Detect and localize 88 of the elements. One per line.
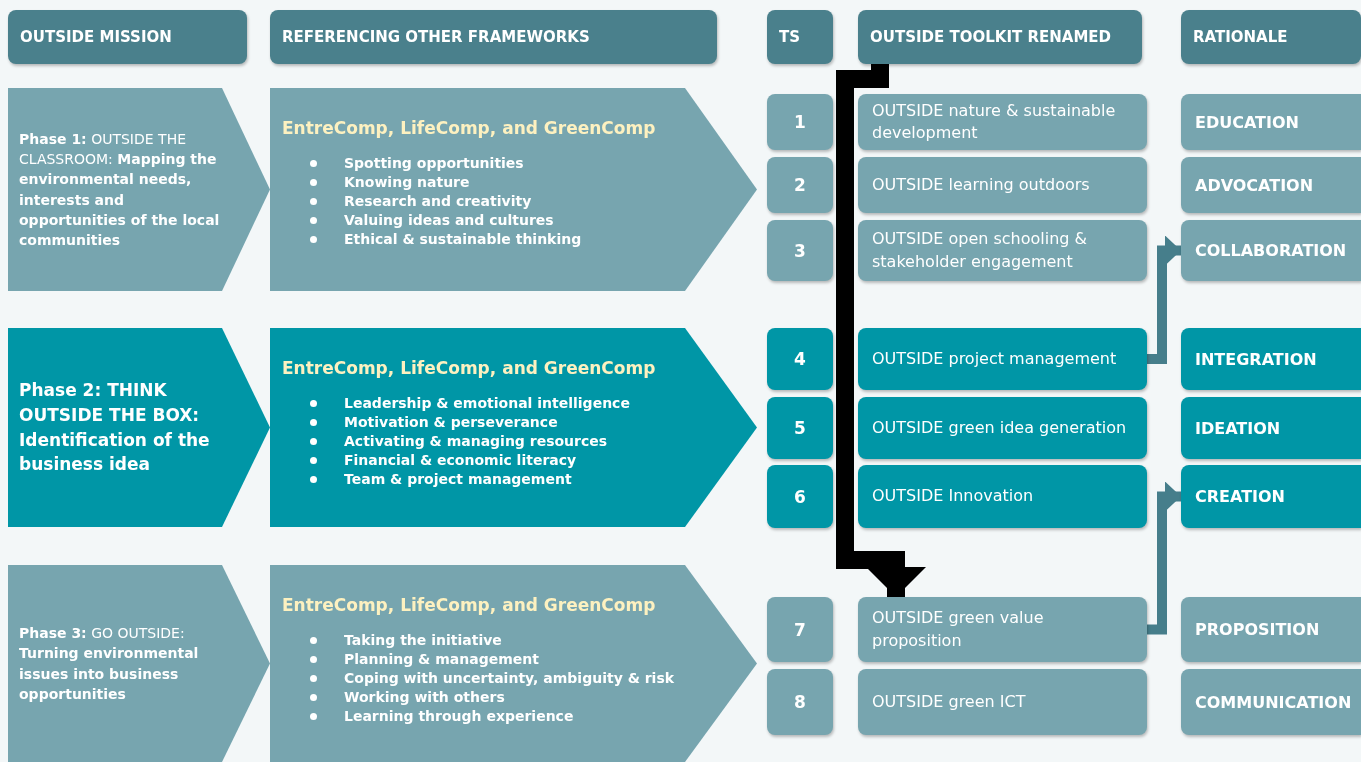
- toolkit-box: [858, 397, 1147, 459]
- rationale-text: EDUCATION: [1195, 112, 1299, 132]
- header-text: OUTSIDE TOOLKIT RENAMED: [870, 28, 1111, 46]
- framework-heading: EntreComp, LifeComp, and GreenComp: [282, 595, 657, 615]
- rationale-box: [1181, 94, 1361, 150]
- step-number-box: [767, 397, 833, 459]
- competence-item: Spotting opportunities: [344, 155, 524, 171]
- toolkit-box: [858, 157, 1147, 213]
- step-number: 2: [794, 175, 806, 195]
- rationale-text: PROPOSITION: [1195, 620, 1320, 639]
- framework-banner: [270, 328, 757, 527]
- phase-banner: [8, 565, 270, 762]
- framework-heading: EntreComp, LifeComp, and GreenComp: [282, 118, 657, 138]
- rationale-box: [1181, 397, 1361, 459]
- column-header: [8, 10, 247, 64]
- header-text: OUTSIDE MISSION: [20, 28, 172, 46]
- column-header: [270, 10, 717, 64]
- competence-item: Valuing ideas and cultures: [344, 212, 554, 228]
- step-number-box: [767, 157, 833, 213]
- step-number-box: [767, 94, 833, 150]
- phase-description: Phase 1: OUTSIDE THE CLASSROOM: Mapping the environmental needs, interests and opportunities of the local communities: [19, 130, 220, 249]
- arrow: [836, 64, 926, 597]
- competence-item: Planning & management: [344, 651, 539, 667]
- toolkit-box: [858, 597, 1147, 662]
- toolkit-box: [858, 94, 1147, 150]
- toolkit-box: [858, 465, 1147, 528]
- toolkit-box: [858, 220, 1147, 281]
- competence-item: Research and creativity: [344, 193, 532, 209]
- toolkit-name: OUTSIDE learning outdoors: [872, 173, 1090, 196]
- phase-banner: [8, 88, 270, 291]
- competence-item: Motivation & perseverance: [344, 414, 558, 430]
- toolkit-name: OUTSIDE green ICT: [872, 690, 1026, 713]
- step-number: 4: [794, 349, 806, 369]
- competence-item: Ethical & sustainable thinking: [344, 231, 582, 247]
- column-header: [858, 10, 1142, 64]
- rationale-text: IDEATION: [1195, 418, 1281, 438]
- rationale-box: [1181, 157, 1361, 213]
- competence-item: Learning through experience: [344, 708, 574, 724]
- arrow: [1147, 481, 1181, 635]
- phase-description: Phase 2: THINK OUTSIDE THE BOX: Identification of the business idea: [19, 380, 210, 475]
- toolkit-box: [858, 669, 1147, 735]
- step-number: 8: [794, 692, 806, 712]
- framework-heading: EntreComp, LifeComp, and GreenComp: [282, 358, 657, 378]
- rationale-box: [1181, 669, 1361, 735]
- step-number: 5: [794, 418, 806, 438]
- competence-item: Working with others: [344, 689, 505, 705]
- step-number: 7: [794, 619, 806, 640]
- competence-item: Leadership & emotional intelligence: [344, 395, 630, 411]
- header-text: RATIONALE: [1193, 28, 1288, 46]
- toolkit-name: OUTSIDE Innovation: [872, 485, 1034, 508]
- header-text: REFERENCING OTHER FRAMEWORKS: [282, 28, 590, 46]
- toolkit-name: OUTSIDE project management: [872, 347, 1117, 370]
- competence-item: Taking the initiative: [344, 632, 502, 648]
- rationale-text: COMMUNICATION: [1195, 692, 1352, 712]
- step-number-box: [767, 328, 833, 390]
- arrow: [1147, 235, 1181, 364]
- rationale-text: CREATION: [1195, 487, 1285, 506]
- column-header: [1181, 10, 1361, 64]
- step-number: 6: [794, 486, 806, 507]
- step-number-box: [767, 220, 833, 281]
- step-number-box: [767, 669, 833, 735]
- rationale-box: [1181, 465, 1361, 528]
- competence-item: Financial & economic literacy: [344, 452, 577, 468]
- step-number: 1: [794, 112, 806, 132]
- column-header: [767, 10, 833, 64]
- competence-item: Knowing nature: [344, 174, 470, 190]
- competence-item: Team & project management: [344, 471, 572, 487]
- toolkit-name: OUTSIDE nature & sustainable development: [872, 99, 1117, 144]
- phase-banner: [8, 328, 270, 527]
- rationale-text: COLLABORATION: [1195, 241, 1347, 260]
- step-number-box: [767, 597, 833, 662]
- framework-banner: [270, 565, 757, 762]
- rationale-box: [1181, 328, 1361, 390]
- toolkit-name: OUTSIDE open schooling & stakeholder engagement: [872, 228, 1089, 273]
- toolkit-name: OUTSIDE green idea generation: [872, 416, 1127, 439]
- rationale-box: [1181, 597, 1361, 662]
- step-number-box: [767, 465, 833, 528]
- competence-item: Activating & managing resources: [344, 433, 608, 449]
- header-text: TS: [779, 28, 801, 46]
- toolkit-name: OUTSIDE green value proposition: [872, 607, 1045, 652]
- rationale-text: INTEGRATION: [1195, 349, 1317, 369]
- phase-description: Phase 3: GO OUTSIDE: Turning environmental issues into business opportunities: [19, 624, 199, 702]
- step-number: 3: [794, 240, 806, 261]
- rationale-box: [1181, 220, 1361, 281]
- competence-item: Coping with uncertainty, ambiguity & risk: [344, 670, 675, 686]
- rationale-text: ADVOCATION: [1195, 175, 1314, 195]
- toolkit-box: [858, 328, 1147, 390]
- framework-banner: [270, 88, 757, 291]
